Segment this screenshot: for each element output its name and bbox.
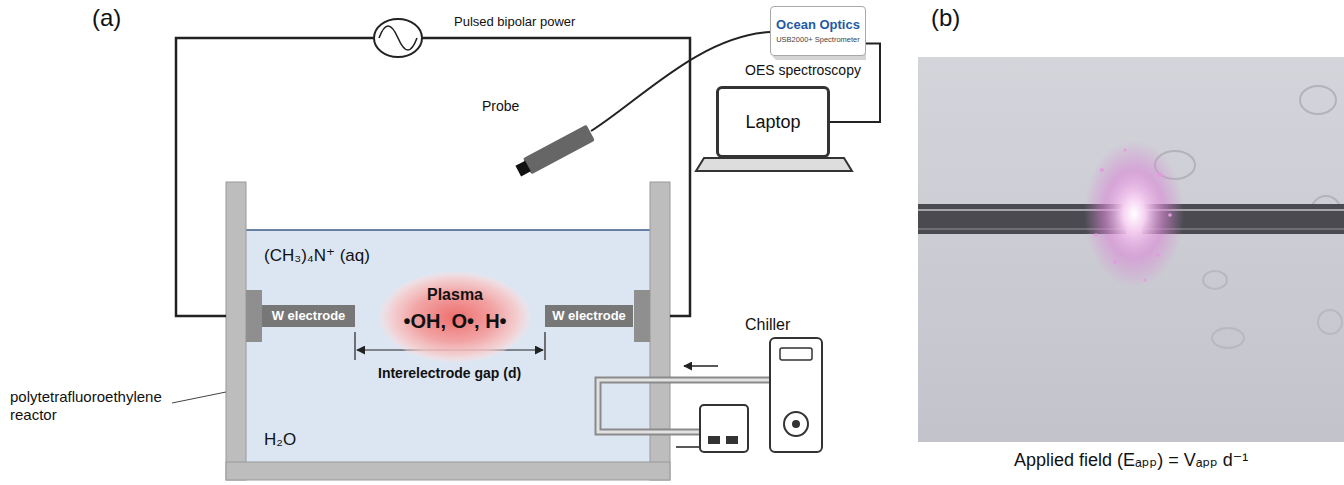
panel-letter: (b) — [931, 4, 960, 33]
plasma-sparks — [1094, 148, 1172, 281]
water-text: (CH₃)₄N⁺ (aq) — [264, 246, 370, 266]
probe-symbol — [514, 125, 595, 179]
chiller-pump — [784, 412, 808, 436]
chiller-pump-hub — [792, 420, 800, 428]
bubble — [1212, 328, 1244, 348]
water-text: H₂O — [264, 430, 296, 450]
electrode-holder — [246, 290, 262, 342]
reactor-wall — [226, 182, 246, 480]
spec-text: Ocean Optics — [776, 18, 860, 33]
spark — [1100, 168, 1104, 172]
bubble — [1300, 86, 1336, 114]
laptop-screen: Laptop — [716, 86, 830, 158]
plasma-text: •OH, O•, H• — [403, 310, 506, 333]
electrode-holder — [634, 290, 650, 342]
tungsten-electrode: W electrode — [545, 305, 633, 327]
spark — [1143, 278, 1146, 281]
power-label: Pulsed bipolar power — [454, 14, 575, 30]
power-source — [374, 19, 422, 57]
controller-button — [726, 436, 738, 444]
spark — [1158, 173, 1163, 178]
dimension-tick — [354, 332, 355, 360]
probe-tip — [515, 161, 530, 177]
chiller-display — [780, 348, 812, 360]
laptop-text: Laptop — [745, 112, 800, 133]
dimension-tick — [544, 332, 545, 360]
probe-body — [523, 125, 595, 175]
spectroscopy-label: OES spectroscopy — [745, 62, 861, 79]
plasma-text: Plasma — [427, 286, 483, 304]
spark — [1094, 233, 1098, 237]
flow-arrow — [684, 365, 718, 367]
plasma-ellipse — [380, 272, 530, 362]
plasma-zone: Plasma •OH, O•, H• — [380, 272, 530, 362]
elec-text: W electrode — [272, 309, 346, 324]
spark — [1123, 148, 1126, 151]
sine-symbol — [379, 26, 417, 50]
chiller-unit — [770, 338, 822, 452]
spark — [1113, 260, 1117, 264]
spec-text: USB2000+ Spectrometer — [776, 36, 860, 45]
liquid-surface — [246, 229, 650, 231]
chiller-controller — [700, 405, 748, 452]
spark — [1168, 213, 1172, 217]
probe-label: Probe — [482, 98, 519, 115]
spark — [1156, 253, 1160, 257]
liquid-region: (CH₃)₄N⁺ (aq) H₂O W electrode Plasma •OH, O•… — [246, 230, 650, 462]
bubble — [1203, 271, 1227, 289]
panel-letter: (a) — [92, 4, 121, 33]
tungsten-electrode: W electrode — [262, 305, 355, 327]
reactor-label: polytetrafluoroethylene reactor — [10, 388, 172, 424]
laptop-base — [696, 158, 852, 171]
reactor-floor — [226, 462, 670, 480]
plasma-glow — [1084, 140, 1184, 288]
bubble — [1318, 310, 1342, 334]
liquid-fill — [246, 230, 650, 462]
gap-dimension: Interelectrode gap (d) — [378, 365, 521, 382]
spectrometer-box: Ocean OpticsUSB2000+ Spectrometer — [770, 6, 866, 56]
elec-text: W electrode — [552, 309, 626, 324]
field-caption: Applied field (Eₐₚₚ) = Vₐₚₚ d⁻¹ — [1014, 450, 1248, 472]
leader-line — [172, 392, 226, 403]
controller-button — [708, 436, 720, 444]
chiller-label: Chiller — [745, 315, 790, 334]
plasma-photo — [918, 57, 1344, 442]
